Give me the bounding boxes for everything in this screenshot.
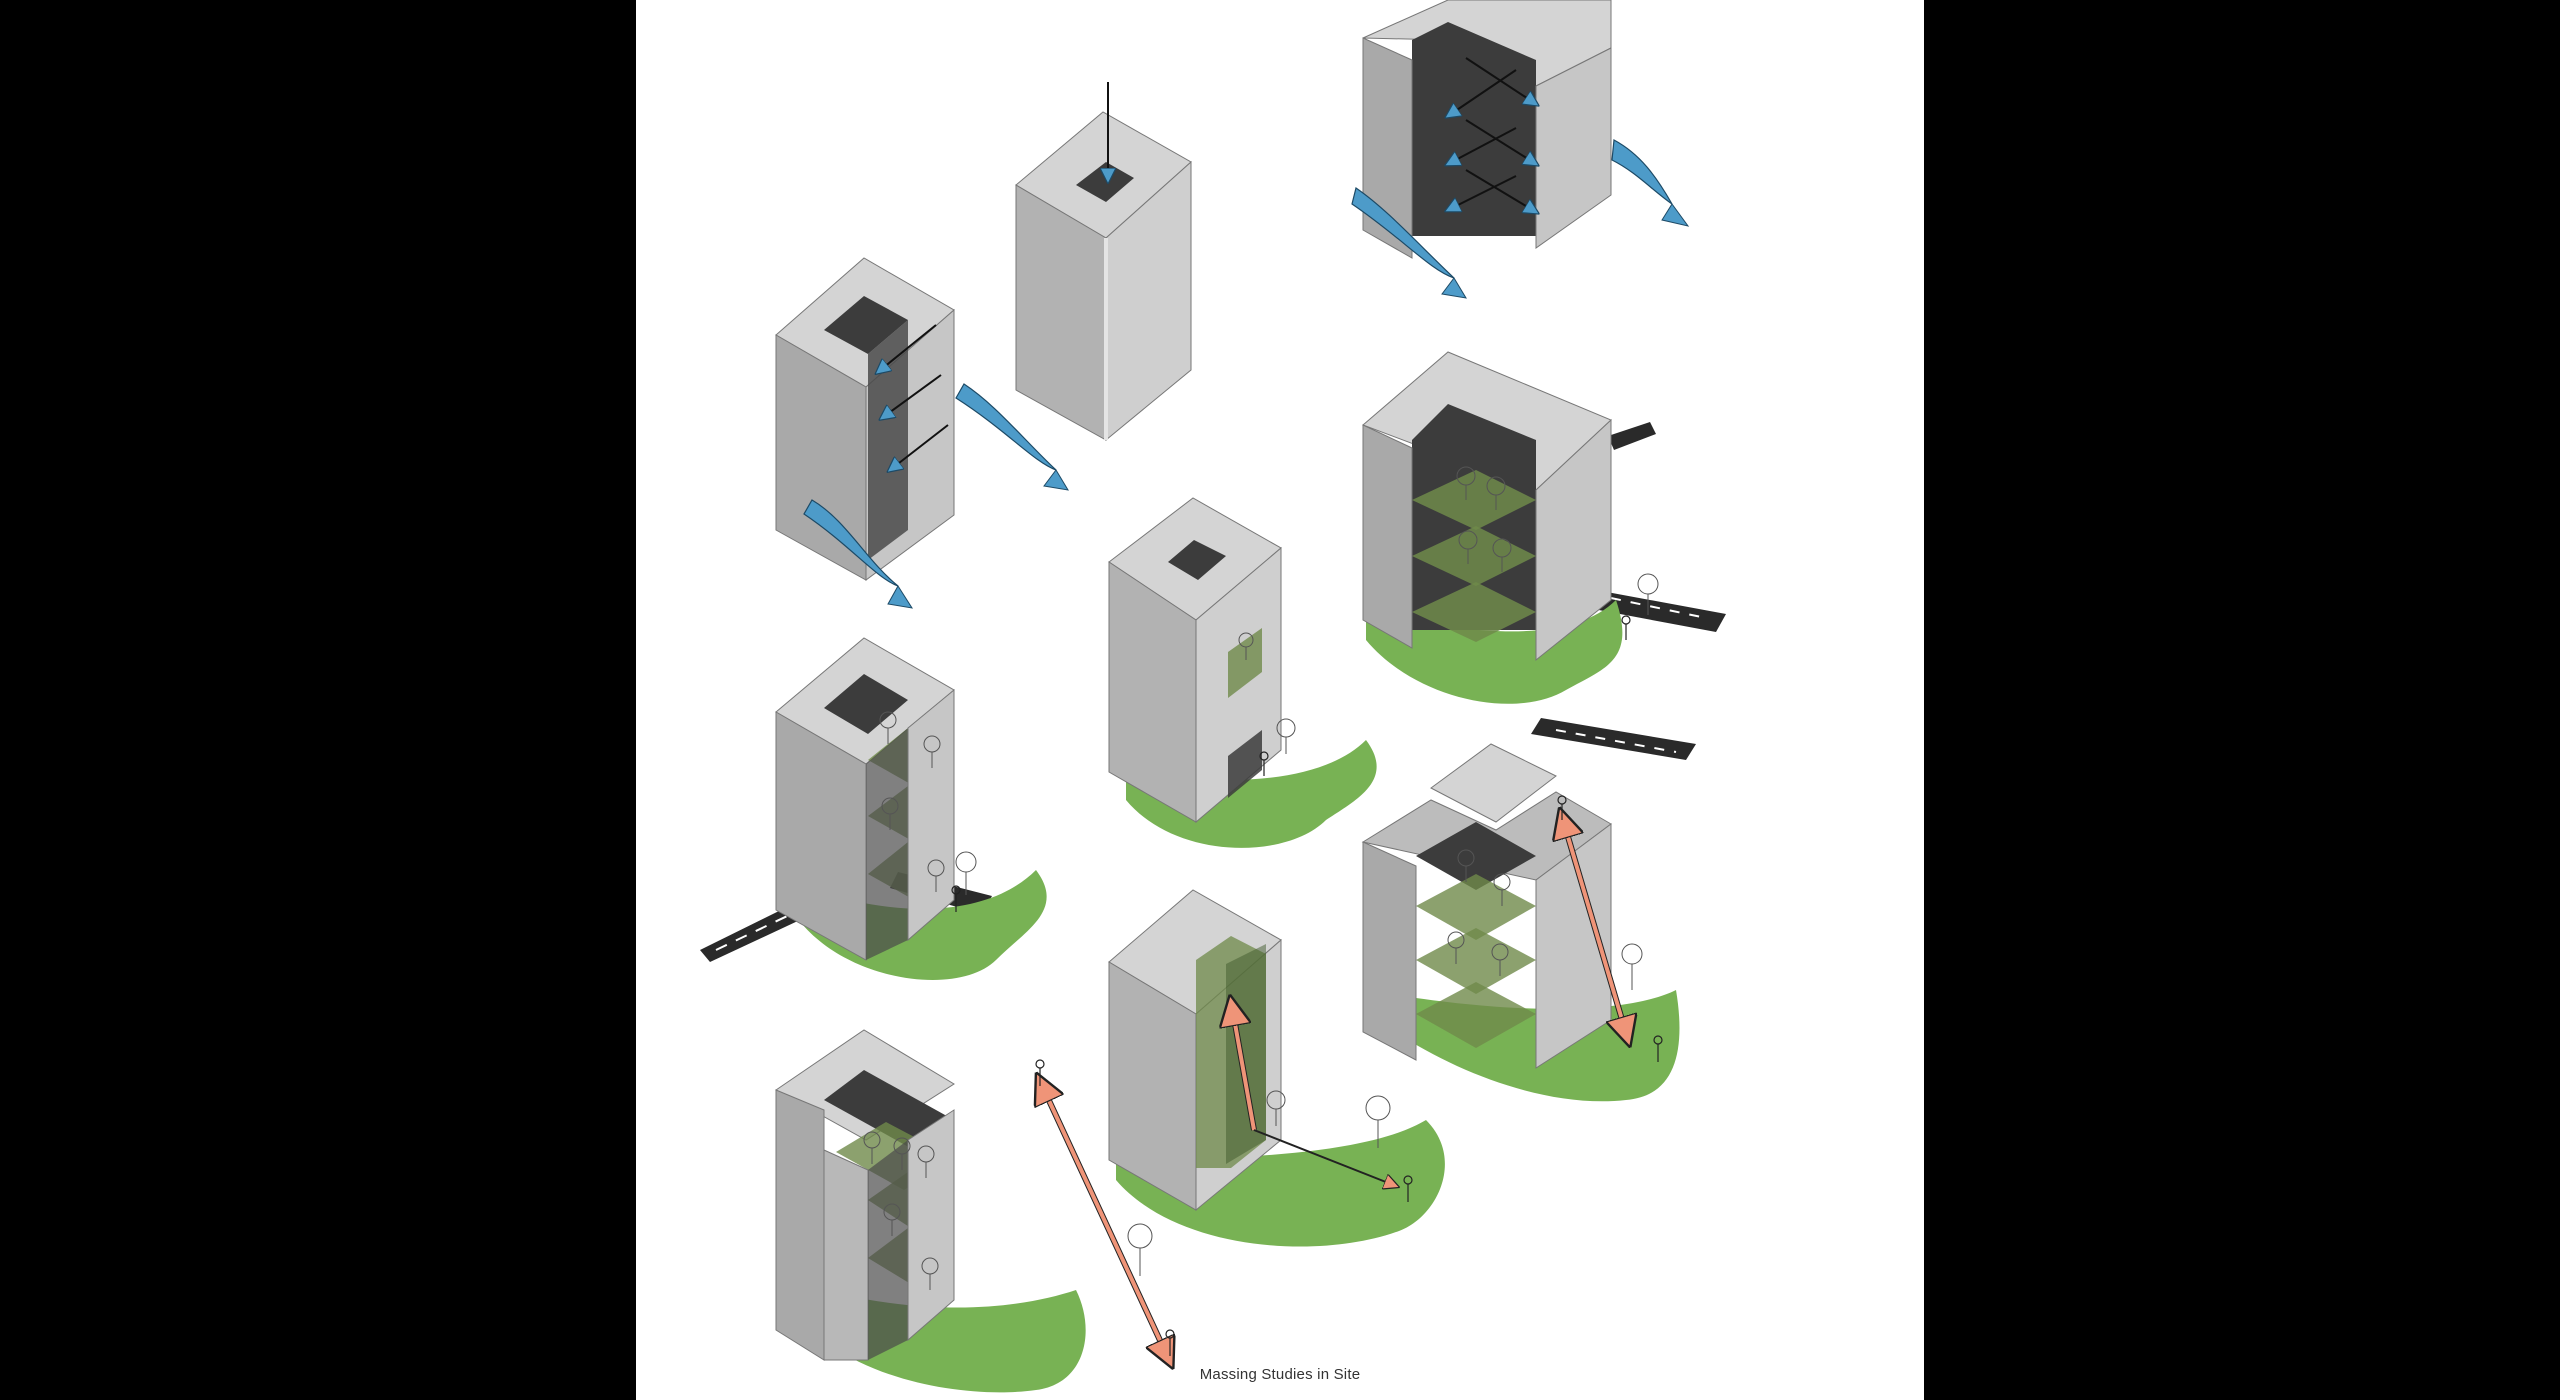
circulation-arrow-icon [1234, 1018, 1256, 1131]
person-icon [1259, 751, 1269, 776]
tree-icon [1456, 466, 1659, 615]
tree-icon [1447, 849, 1643, 990]
person-icon [1035, 1059, 1175, 1356]
person-icon [1557, 795, 1663, 1062]
massing-block-3 [1351, 0, 1690, 299]
sun-arrow-icon [882, 374, 942, 418]
road-icon [1608, 422, 1656, 450]
massing-diagram [700, 0, 1726, 1393]
sun-arrow-icon [890, 424, 949, 470]
road-icon [1588, 590, 1726, 632]
wind-arrow-icon [1611, 139, 1673, 205]
tree-icon [879, 711, 977, 895]
massing-block-1 [775, 257, 955, 609]
road-icon [1531, 718, 1696, 760]
massing-block-9 [1361, 743, 1680, 1102]
tree-icon [863, 1131, 1153, 1290]
diagram-caption: Massing Studies in Site [1199, 1366, 1361, 1383]
massing-block-5 [1108, 497, 1696, 848]
circulation-arrow-icon [1046, 1094, 1170, 1362]
massing-block-7 [775, 1029, 1175, 1393]
person-icon [951, 885, 961, 912]
sun-arrow-icon [878, 324, 937, 372]
person-icon [1403, 1175, 1413, 1202]
massing-block-4 [700, 637, 1047, 980]
tree-icon [1266, 1090, 1391, 1148]
diagram-page: Massing Studies in Site [636, 0, 1924, 1400]
massing-block-6 [1362, 351, 1726, 704]
tree-icon [1238, 632, 1296, 754]
circulation-arrow-icon [1566, 830, 1628, 1040]
person-icon [1621, 615, 1631, 640]
massing-block-2 [955, 82, 1192, 491]
